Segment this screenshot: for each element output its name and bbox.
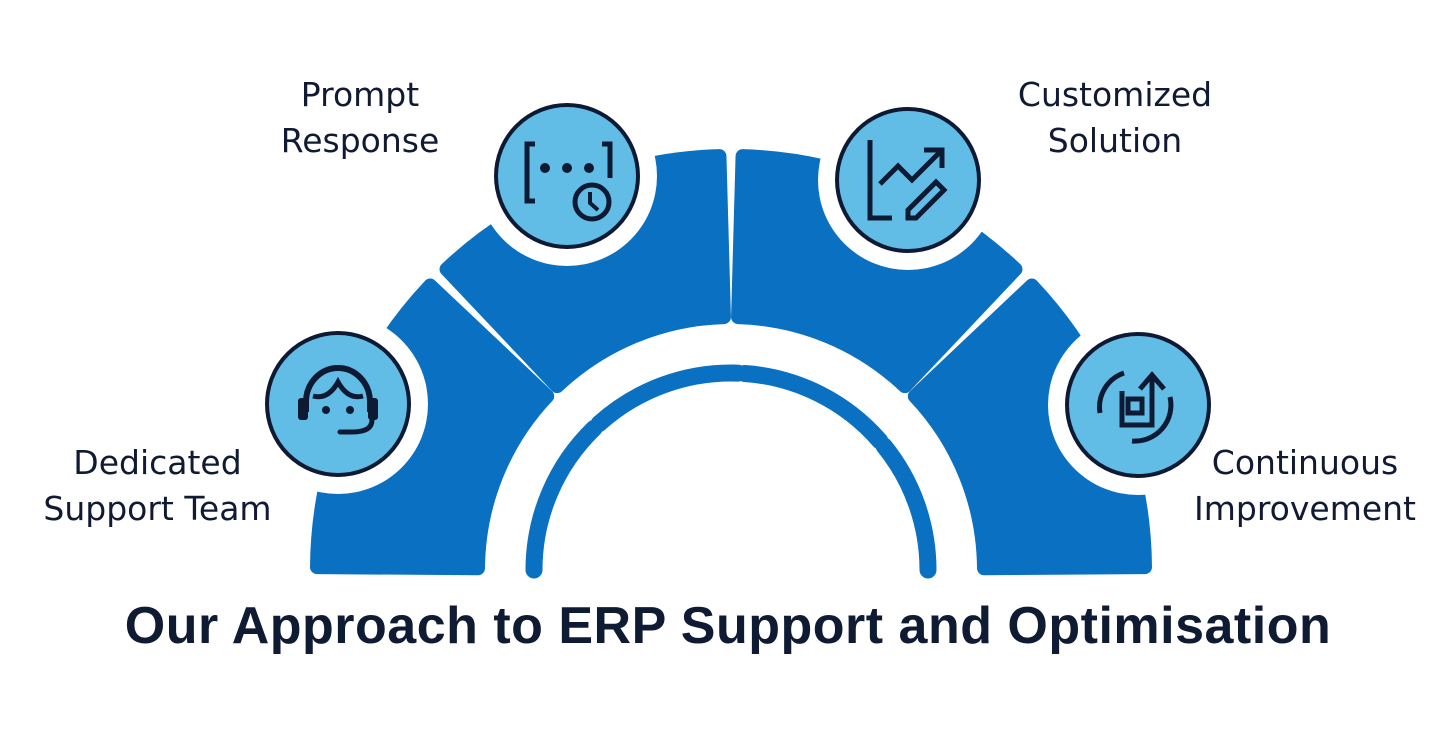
- cycle-upgrade-badge: [1048, 315, 1228, 495]
- arc-segments: [310, 149, 1152, 576]
- label-line: Solution: [1047, 121, 1183, 160]
- label-line: Dedicated: [73, 443, 242, 482]
- inner-arc-segment: [525, 419, 603, 579]
- page-title: Our Approach to ERP Support and Optimisa…: [124, 597, 1332, 655]
- label-line: Improvement: [1194, 489, 1416, 528]
- headset-agent-badge: [248, 314, 428, 494]
- chart-edit-badge: [818, 90, 998, 270]
- chat-clock-badge: [477, 86, 657, 266]
- inner-arc-segment: [875, 437, 937, 579]
- label-dedicated-support-team: Dedicated Support Team: [20, 440, 295, 532]
- inner-arc-segment: [590, 364, 747, 433]
- label-line: Support Team: [43, 489, 272, 528]
- headset-agent-icon: [298, 365, 378, 435]
- label-continuous-improvement: Continuous Improvement: [1175, 440, 1435, 532]
- label-customized-solution: Customized Solution: [990, 72, 1240, 164]
- label-line: Response: [280, 121, 440, 160]
- chat-clock-icon: [524, 141, 613, 222]
- label-prompt-response: Prompt Response: [240, 72, 480, 164]
- inner-progress-arc: [525, 364, 937, 579]
- label-line: Prompt: [300, 75, 420, 114]
- label-line: Customized: [1017, 75, 1213, 114]
- cycle-upgrade-icon: [1097, 370, 1174, 444]
- label-line: Continuous: [1211, 443, 1399, 482]
- chart-edit-icon: [867, 140, 948, 221]
- inner-arc-segment: [736, 364, 889, 450]
